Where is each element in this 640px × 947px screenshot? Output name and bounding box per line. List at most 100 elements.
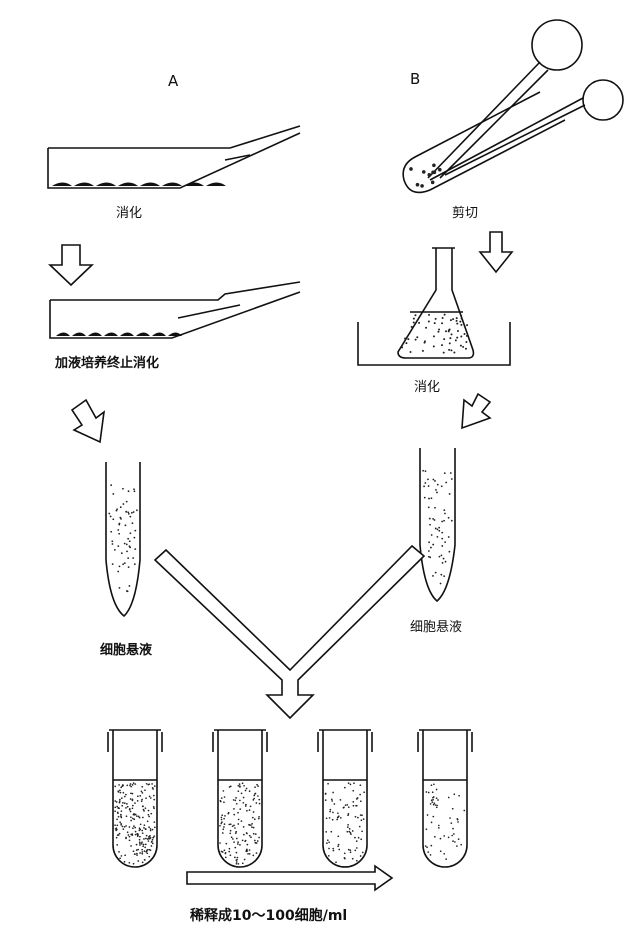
- cell-dot: [120, 822, 123, 825]
- cell-dot: [456, 322, 459, 325]
- cell-dot: [144, 807, 147, 810]
- cell-dot: [426, 814, 429, 816]
- cell-dot: [257, 795, 259, 797]
- centrifuge-tube-b: [419, 448, 456, 603]
- cell-dot: [141, 785, 144, 788]
- cell-dot: [143, 826, 145, 829]
- cell-dot: [430, 534, 433, 536]
- cell-dot: [331, 818, 334, 821]
- cell-dot: [128, 826, 131, 828]
- cell-dot: [433, 322, 436, 325]
- cell-dot: [431, 801, 434, 803]
- cell-dot: [331, 800, 334, 802]
- cell-dot: [135, 509, 138, 512]
- cell-dot: [254, 792, 257, 795]
- cell-dot: [233, 824, 235, 827]
- cell-dot: [432, 170, 437, 175]
- cell-dot: [125, 825, 127, 827]
- cell-dot: [423, 485, 425, 488]
- label-b-suspension: 细胞悬液: [410, 620, 462, 635]
- cell-dot: [132, 862, 135, 865]
- cell-dot: [129, 810, 132, 813]
- cell-dot: [326, 839, 329, 842]
- cell-layer: [152, 332, 166, 336]
- cell-dot: [109, 515, 112, 518]
- cell-dot: [464, 347, 467, 350]
- cell-dot: [258, 836, 260, 839]
- cell-dot: [242, 826, 245, 828]
- cell-dot: [153, 835, 156, 838]
- cell-dot: [355, 847, 358, 849]
- cell-dot: [141, 829, 144, 832]
- cell-dot: [126, 550, 128, 553]
- cell-dot: [128, 839, 131, 842]
- cell-dot: [141, 841, 143, 844]
- cell-dot: [448, 493, 451, 495]
- cell-dot: [339, 817, 342, 819]
- cell-dot: [128, 540, 131, 543]
- cell-dot: [130, 845, 132, 847]
- cell-dot: [254, 842, 257, 844]
- cell-dot: [429, 523, 431, 526]
- cell-dot: [114, 810, 116, 813]
- cell-dot: [347, 824, 349, 826]
- cell-dot: [118, 586, 121, 589]
- cell-dot: [120, 552, 123, 555]
- cell-layer: [120, 332, 134, 336]
- cell-dot: [138, 827, 141, 830]
- cell-dot: [430, 821, 433, 824]
- cell-dot: [359, 800, 362, 803]
- cell-dot: [330, 798, 333, 801]
- cell-dot: [229, 785, 232, 788]
- cell-dot: [134, 833, 137, 836]
- cell-dot: [353, 782, 355, 784]
- cell-dot: [440, 554, 443, 557]
- cell-dot: [228, 823, 231, 826]
- cell-dot: [228, 850, 231, 853]
- cell-dot: [441, 562, 444, 564]
- cell-dot: [351, 857, 354, 860]
- cell-dot: [437, 799, 439, 801]
- cell-dot: [130, 816, 132, 819]
- cell-dot: [434, 480, 436, 482]
- cell-dot: [434, 317, 437, 320]
- cell-dot: [130, 792, 132, 795]
- cell-dot: [456, 329, 459, 332]
- cell-dot: [351, 830, 354, 832]
- cell-dot: [449, 319, 452, 322]
- cell-dot: [347, 848, 350, 851]
- cell-dot: [145, 834, 148, 837]
- cell-dot: [120, 786, 123, 789]
- cell-dot: [258, 815, 260, 818]
- cell-dot: [332, 791, 334, 794]
- cell-dot: [346, 830, 349, 833]
- cell-dot: [121, 804, 124, 807]
- cell-dot: [338, 848, 341, 851]
- cell-dot: [325, 817, 328, 820]
- cell-dot: [349, 831, 352, 834]
- cell-dot: [425, 326, 428, 329]
- cell-dot: [442, 557, 445, 560]
- cell-layer: [136, 332, 150, 336]
- cell-dot: [120, 816, 123, 819]
- cell-dot: [242, 796, 245, 799]
- cell-dot: [452, 318, 455, 321]
- cell-dot: [337, 835, 340, 838]
- cell-dot: [131, 792, 134, 795]
- cell-dot: [241, 862, 244, 865]
- cell-dot: [454, 841, 456, 843]
- cell-dot: [143, 810, 145, 812]
- cell-dot: [126, 784, 129, 787]
- dilution-tube: [107, 729, 163, 868]
- cell-dot: [349, 849, 352, 852]
- cell-dot: [138, 816, 141, 819]
- cell-dot: [339, 799, 342, 801]
- cell-dot: [151, 783, 153, 785]
- cell-dot: [124, 524, 127, 527]
- cell-dot: [435, 806, 438, 809]
- cell-dot: [128, 861, 131, 864]
- cell-dot: [229, 823, 232, 826]
- cell-dot: [458, 794, 460, 797]
- label-a-stop-digest: 加液培养终止消化: [54, 355, 159, 371]
- cell-dot: [348, 828, 351, 830]
